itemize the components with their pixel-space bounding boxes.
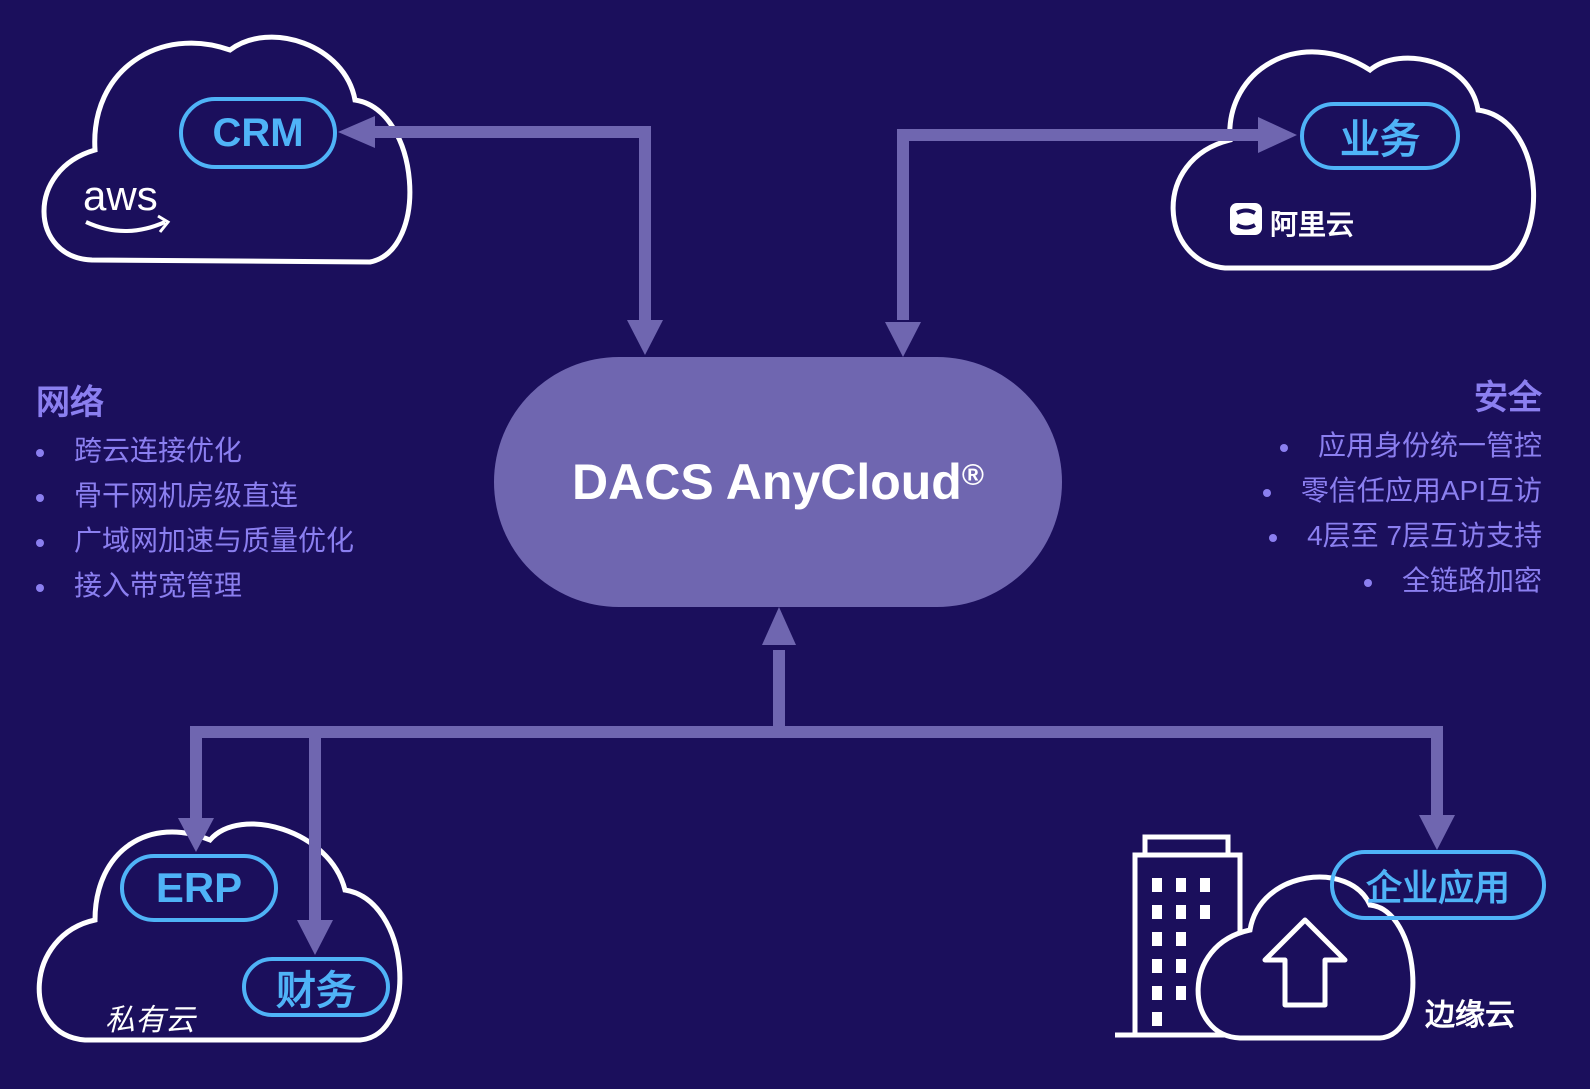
network-feature-item: 跨云连接优化: [36, 428, 354, 473]
registered-mark: ®: [961, 459, 984, 492]
center-arrowhead-from-crm: [627, 320, 663, 355]
crm-app-node[interactable]: CRM: [179, 97, 337, 169]
finance-arrowhead-down: [297, 920, 333, 955]
network-feature-item: 骨干网机房级直连: [36, 473, 354, 518]
upload-arrow-icon: [1262, 917, 1348, 1008]
hub-title: DACS AnyCloud: [572, 454, 962, 510]
network-section-title: 网络: [36, 384, 104, 422]
security-feature-item: 全链路加密: [1263, 558, 1542, 603]
aliyun-provider-label: 阿里云: [1270, 209, 1355, 240]
security-feature-list: 应用身份统一管控 零信任应用API互访 4层至 7层互访支持 全链路加密: [1262, 423, 1542, 603]
erp-app-node[interactable]: ERP: [120, 854, 278, 922]
bullet-icon: [1262, 488, 1271, 497]
feature-text: 4层至 7层互访支持: [1307, 520, 1542, 551]
center-arrowhead-from-aliyun: [885, 322, 921, 357]
bullet-icon: [36, 538, 44, 547]
dacs-anycloud-hub[interactable]: DACS AnyCloud®: [494, 357, 1062, 607]
security-feature-item: 应用身份统一管控: [1263, 423, 1542, 468]
security-feature-item: 4层至 7层互访支持: [1263, 513, 1542, 558]
aliyun-connector-line: [897, 129, 1260, 320]
bottom-bus-line: [190, 726, 1443, 826]
aws-cloud-shape: [41, 34, 413, 265]
aliyun-arrowhead-right: [1258, 117, 1297, 153]
bullet-icon: [1279, 443, 1288, 452]
feature-text: 零信任应用API互访: [1300, 475, 1542, 506]
erp-arrowhead-down: [178, 818, 214, 852]
feature-text: 接入带宽管理: [74, 570, 243, 601]
feature-text: 应用身份统一管控: [1317, 430, 1542, 461]
network-feature-item: 广域网加速与质量优化: [36, 518, 354, 563]
feature-text: 骨干网机房级直连: [74, 480, 299, 511]
enterprise-app-arrowhead-down: [1419, 815, 1455, 850]
bullet-icon: [1269, 533, 1278, 542]
connector-arrows: [178, 116, 1455, 955]
bullet-icon: [36, 448, 44, 457]
network-feature-item: 接入带宽管理: [36, 563, 354, 608]
enterprise-app-node[interactable]: 企业应用: [1330, 850, 1546, 920]
aliyun-logo-icon: [1230, 203, 1262, 235]
business-app-node[interactable]: 业务: [1300, 102, 1460, 170]
feature-text: 全链路加密: [1401, 565, 1542, 596]
network-feature-list: 跨云连接优化 骨干网机房级直连 广域网加速与质量优化 接入带宽管理: [36, 428, 354, 608]
bullet-icon: [36, 583, 44, 592]
private-cloud-label: 私有云: [105, 1004, 195, 1037]
center-arrowhead-from-bottom: [762, 607, 796, 645]
edge-cloud-label: 边缘云: [1425, 999, 1515, 1032]
private-cloud-shape: [36, 821, 403, 1043]
finance-app-node[interactable]: 财务: [242, 957, 390, 1017]
crm-arrowhead-left: [338, 116, 375, 148]
aws-logo-icon: aws: [83, 172, 171, 233]
building-windows: [1152, 878, 1210, 1026]
feature-text: 广域网加速与质量优化: [74, 525, 355, 556]
feature-text: 跨云连接优化: [74, 435, 243, 466]
security-section-title: 安全: [1474, 379, 1542, 417]
aliyun-cloud-shape: [1170, 49, 1537, 271]
crm-connector-line: [370, 126, 651, 320]
security-feature-item: 零信任应用API互访: [1262, 468, 1542, 513]
bullet-icon: [36, 493, 44, 502]
svg-text:aws: aws: [83, 172, 158, 219]
bullet-icon: [1363, 578, 1372, 587]
